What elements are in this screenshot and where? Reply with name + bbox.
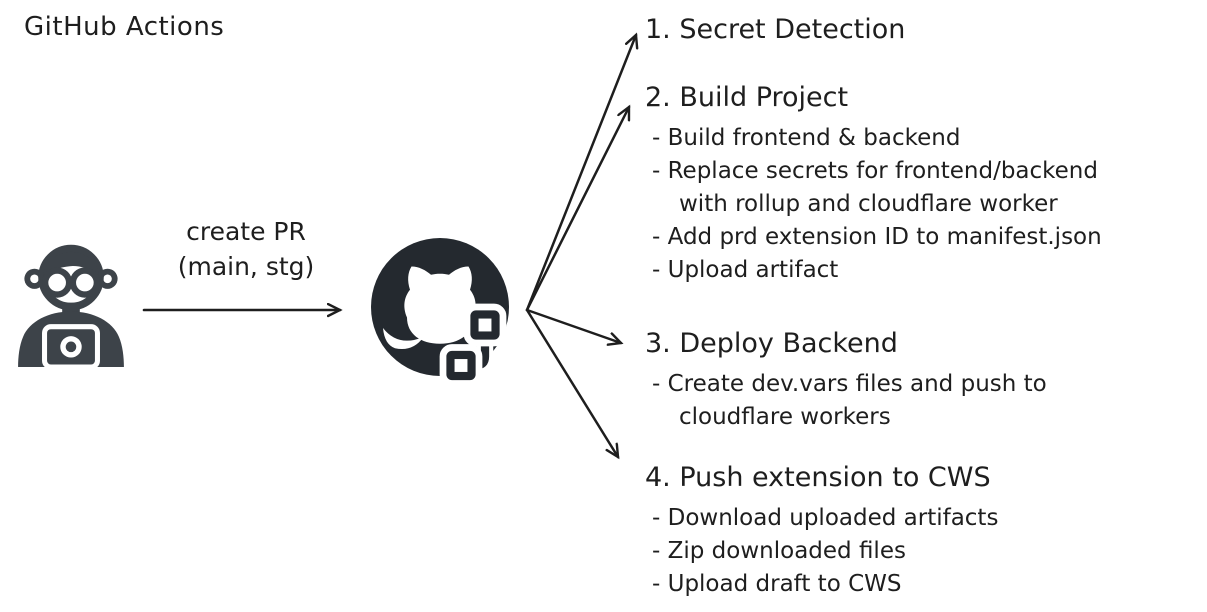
arrow-create-pr — [142, 297, 353, 323]
arrow-to-step-2 — [525, 107, 631, 312]
fan-arrows — [525, 18, 675, 478]
step-title: 2. Build Project — [645, 82, 849, 113]
bullet-item-continuation: with rollup and cloudflare worker — [679, 191, 1058, 217]
arrow-to-step-1 — [525, 35, 636, 312]
bullet-item: - Upload draft to CWS — [652, 571, 902, 597]
arrow-label: create PR (main, stg) — [158, 214, 334, 284]
bullet-item: - Zip downloaded files — [652, 538, 906, 564]
arrow-to-step-4 — [525, 308, 618, 457]
diagram-title: GitHub Actions — [24, 12, 225, 42]
step-bullets: - Create dev.vars files and push to clou… — [645, 368, 1047, 434]
bullet-item: - Build frontend & backend — [652, 125, 961, 151]
bullet-item: - Replace secrets for frontend/backend — [652, 158, 1098, 184]
arrow-to-step-3 — [525, 308, 621, 343]
arrow-label-line2: (main, stg) — [177, 252, 315, 281]
step-title: 3. Deploy Backend — [645, 328, 898, 359]
step-title: 1. Secret Detection — [645, 14, 906, 45]
arrow-label-line1: create PR — [186, 217, 306, 246]
bullet-item: - Create dev.vars files and push to — [652, 371, 1047, 397]
step-bullets: - Build frontend & backend - Replace sec… — [645, 122, 1102, 287]
bullet-item-continuation: cloudflare workers — [679, 404, 891, 430]
github-actions-logo — [371, 238, 509, 385]
step-secret-detection: 1. Secret Detection — [645, 12, 905, 54]
step-title: 4. Push extension to CWS — [645, 462, 991, 493]
step-build-project: 2. Build Project - Build frontend & back… — [645, 80, 1102, 287]
step-deploy-backend: 3. Deploy Backend - Create dev.vars file… — [645, 326, 1047, 434]
bullet-item: - Upload artifact — [652, 257, 839, 283]
step-push-extension-cws: 4. Push extension to CWS - Download uplo… — [645, 460, 998, 601]
step-bullets: - Download uploaded artifacts - Zip down… — [645, 502, 998, 601]
bullet-item: - Download uploaded artifacts — [652, 505, 999, 531]
developer-icon — [18, 244, 124, 370]
bullet-item: - Add prd extension ID to manifest.json — [652, 224, 1102, 250]
